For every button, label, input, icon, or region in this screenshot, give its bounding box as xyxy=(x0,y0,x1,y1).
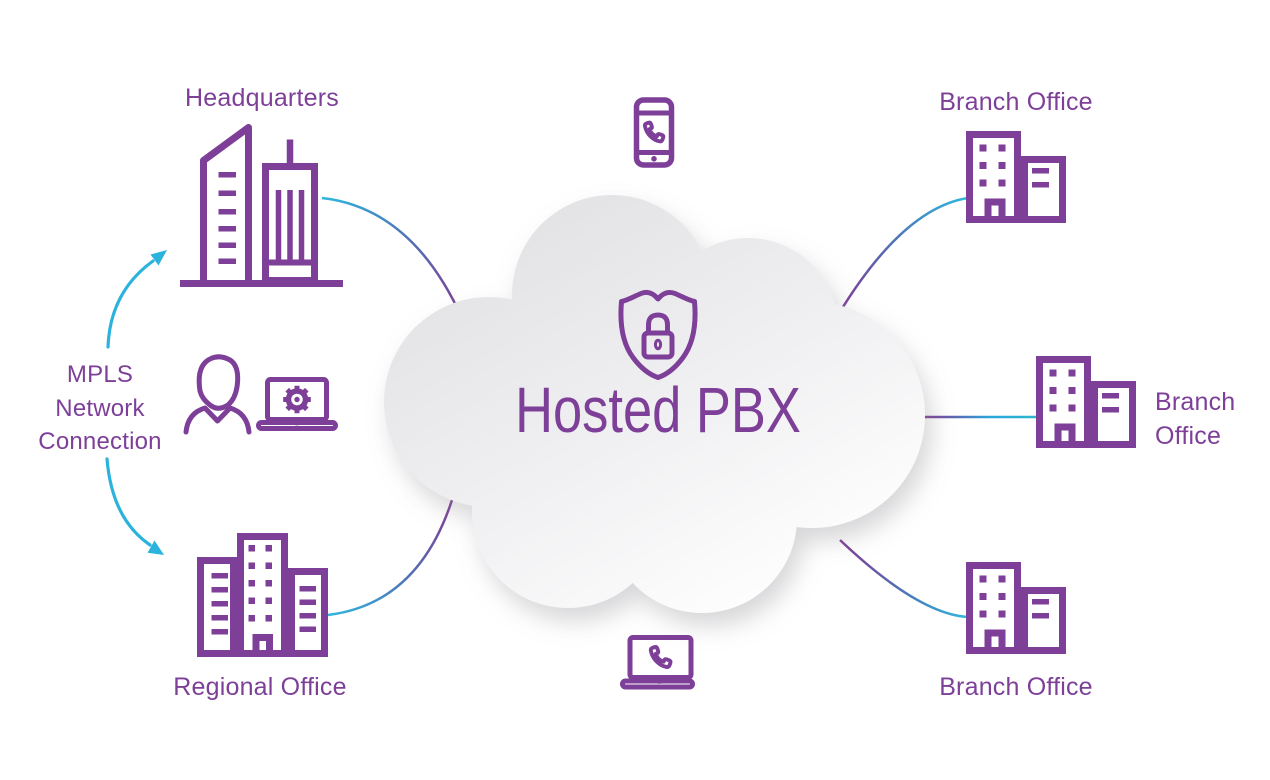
connector-cloud-to-branch-top xyxy=(836,196,969,316)
mpls-network-label: MPLS Network Connection xyxy=(38,361,162,455)
cloud-shape xyxy=(384,195,925,613)
branch-office-building-icon xyxy=(970,566,1063,655)
person-icon xyxy=(183,354,252,435)
regional-office-label: Regional Office xyxy=(173,673,347,701)
curved-arrow-up-icon xyxy=(106,250,167,349)
shield-lock-icon xyxy=(618,289,698,380)
headquarters-building-icon xyxy=(180,124,343,287)
regional-office-building-icon xyxy=(197,533,328,657)
connector-regional-to-cloud xyxy=(327,499,454,617)
branch-office-building-icon xyxy=(1040,360,1133,449)
connector-hq-to-cloud xyxy=(321,196,464,319)
branch-office-top-label: Branch Office xyxy=(939,88,1093,116)
headquarters-label: Headquarters xyxy=(185,84,339,112)
hosted-pbx-title: Hosted PBX xyxy=(515,374,801,446)
branch-office-building-icon xyxy=(970,135,1063,224)
smartphone-call-icon xyxy=(633,97,675,168)
curved-arrow-down-icon xyxy=(105,457,164,555)
connector-cloud-to-branch-bottom xyxy=(839,539,969,619)
laptop-gear-icon xyxy=(256,377,338,431)
laptop-call-icon xyxy=(620,635,695,690)
branch-office-bottom-label: Branch Office xyxy=(939,673,1093,701)
branch-office-middle-label: Branch Office xyxy=(1155,388,1236,450)
